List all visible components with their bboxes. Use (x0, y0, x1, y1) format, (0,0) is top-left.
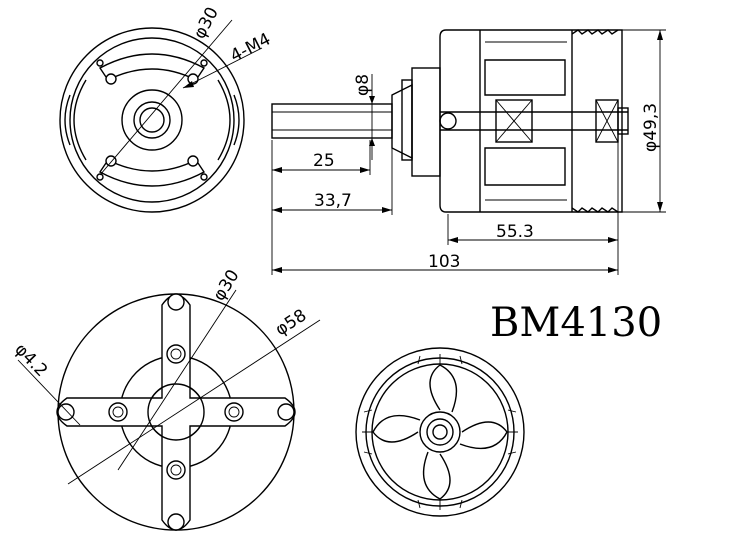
shaft-length-label: 25 (313, 151, 335, 171)
model-title: BM4130 (490, 300, 662, 346)
body-length-label: 55.3 (496, 222, 534, 242)
body-diameter-label: φ49,3 (641, 103, 661, 152)
mount-holes (57, 293, 295, 531)
mount-inner-diameter-label: φ30 (209, 266, 243, 304)
shaft-diameter-label: φ8 (353, 74, 373, 96)
shaft-mount-length-label: 33,7 (314, 191, 352, 211)
mount-view: φ30 φ58 φ4.2 (10, 266, 321, 531)
front-view: φ30 4-M4 (59, 4, 274, 213)
front-screw-callout: 4-M4 (227, 29, 274, 66)
mount-outer-diameter-label: φ58 (272, 306, 310, 341)
mount-hole-diameter-label: φ4.2 (10, 340, 51, 381)
rear-view (355, 347, 525, 517)
side-view: φ8 25 33,7 55.3 103 φ49,3 (271, 29, 666, 275)
front-screw-holes (96, 59, 208, 181)
total-length-label: 103 (428, 252, 460, 272)
